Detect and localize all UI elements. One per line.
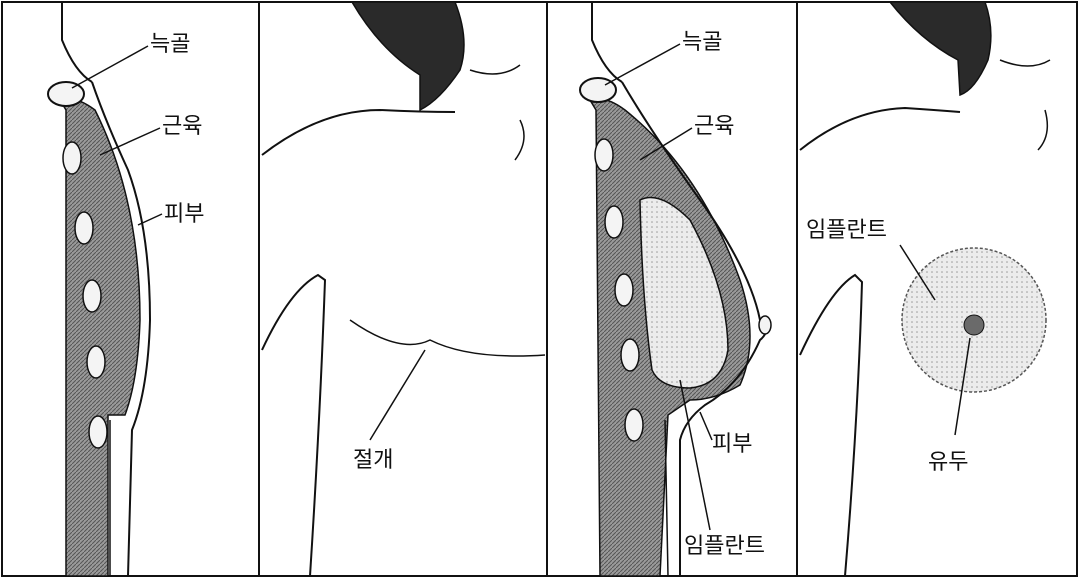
panel-4-nipple: [964, 315, 984, 335]
panel-3-rib: [595, 139, 613, 171]
panel-2-arm-outline: [262, 275, 325, 576]
panel-2-frame: [259, 2, 547, 576]
panel-1-neck-outline: [62, 2, 92, 82]
panel-3-rib: [615, 274, 633, 306]
panel-1-rib: [63, 142, 81, 174]
panel-3-rib: [625, 409, 643, 441]
panel-4-collar: [1038, 110, 1047, 150]
panel-2-breast-line: [350, 320, 545, 356]
panel-3-nipple: [759, 316, 771, 334]
panel-1-rib: [75, 212, 93, 244]
panel-1-side-section: [48, 2, 162, 576]
panel-1-rib: [87, 346, 105, 378]
panel-4-arm-outline: [800, 275, 862, 576]
label-muscle: 근육: [162, 116, 202, 138]
label-implant: 임플란트: [684, 536, 765, 558]
leader-rib: [605, 44, 680, 85]
leader-skin: [700, 412, 712, 440]
panel-2-hair: [352, 2, 464, 110]
panel-4-hair: [890, 2, 991, 95]
label-rib: 늑골: [682, 32, 722, 54]
label-rib: 늑골: [150, 34, 190, 56]
label-skin: 피부: [712, 434, 752, 456]
panel-3-neck-outline: [592, 2, 622, 82]
leader-rib: [72, 46, 148, 88]
panel-2-collar: [515, 120, 524, 160]
panel-4-shoulder-line: [800, 108, 960, 150]
panel-2-neck-line: [470, 65, 520, 74]
panel-1-rib: [89, 416, 107, 448]
panel-1-rib-top: [48, 82, 84, 106]
leader-incision: [370, 350, 425, 440]
label-implant: 임플란트: [806, 220, 887, 242]
panel-4-front-view: [800, 2, 1050, 576]
label-incision: 절개: [353, 450, 393, 472]
label-muscle: 근육: [694, 116, 734, 138]
panel-3-rib: [605, 206, 623, 238]
panel-1-rib: [83, 280, 101, 312]
panel-2-shoulder-line: [262, 110, 455, 155]
panel-3-side-section: [580, 2, 771, 576]
label-nipple: 유두: [928, 452, 968, 474]
panel-4-neck-line: [1000, 60, 1050, 66]
panel-3-rib: [621, 339, 639, 371]
panel-2-front-view: [262, 2, 545, 576]
leader-implant: [680, 380, 710, 530]
label-skin: 피부: [164, 204, 204, 226]
